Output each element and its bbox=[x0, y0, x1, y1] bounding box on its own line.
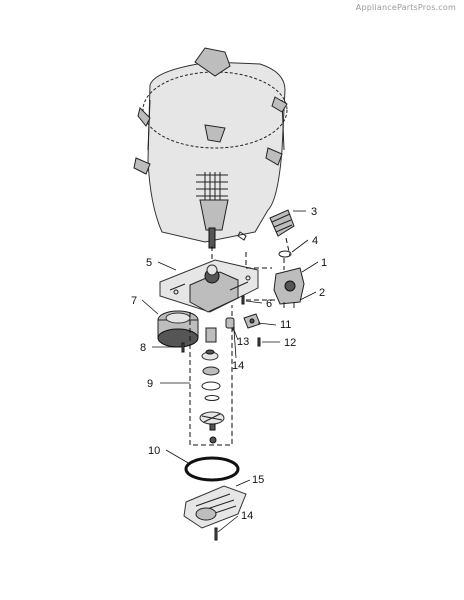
watermark: AppliancePartsPros.com bbox=[355, 3, 456, 12]
bracket-11 bbox=[243, 313, 261, 329]
pulley-assembly bbox=[199, 411, 225, 431]
motor-7 bbox=[157, 310, 199, 348]
bearing-part bbox=[205, 327, 217, 343]
callout-7: 7 bbox=[131, 295, 137, 307]
callout-12: 12 bbox=[284, 337, 296, 349]
drive-shaft bbox=[208, 227, 216, 262]
callout-2: 2 bbox=[319, 287, 325, 299]
screw-12 bbox=[257, 337, 261, 347]
callout-14-lower: 14 bbox=[241, 510, 253, 522]
screw-8 bbox=[181, 342, 185, 353]
washer bbox=[204, 395, 220, 401]
callout-8: 8 bbox=[140, 342, 146, 354]
callout-15: 15 bbox=[252, 474, 264, 486]
callout-13: 13 bbox=[237, 336, 249, 348]
pump-hose-3 bbox=[269, 209, 295, 237]
ring-clip bbox=[201, 381, 221, 391]
callout-1: 1 bbox=[321, 257, 327, 269]
motor-guard-15 bbox=[183, 485, 247, 529]
callout-10: 10 bbox=[148, 445, 160, 457]
callout-3: 3 bbox=[311, 206, 317, 218]
mounting-plate bbox=[159, 259, 259, 313]
nut bbox=[209, 436, 217, 444]
callout-5: 5 bbox=[146, 257, 152, 269]
callout-4: 4 bbox=[312, 235, 318, 247]
callout-14-upper: 14 bbox=[232, 360, 244, 372]
screw-14b bbox=[214, 527, 218, 541]
coupler bbox=[201, 349, 219, 361]
drive-belt-10 bbox=[184, 456, 240, 482]
callout-9: 9 bbox=[147, 378, 153, 390]
callout-6: 6 bbox=[266, 298, 272, 310]
seal bbox=[202, 366, 220, 376]
drain-pump-1 bbox=[273, 267, 305, 308]
outer-tub bbox=[133, 47, 288, 243]
hose-clamp-4 bbox=[278, 250, 292, 258]
screw-6 bbox=[241, 295, 245, 305]
cylinder-part bbox=[225, 317, 235, 329]
callout-11: 11 bbox=[280, 319, 291, 331]
